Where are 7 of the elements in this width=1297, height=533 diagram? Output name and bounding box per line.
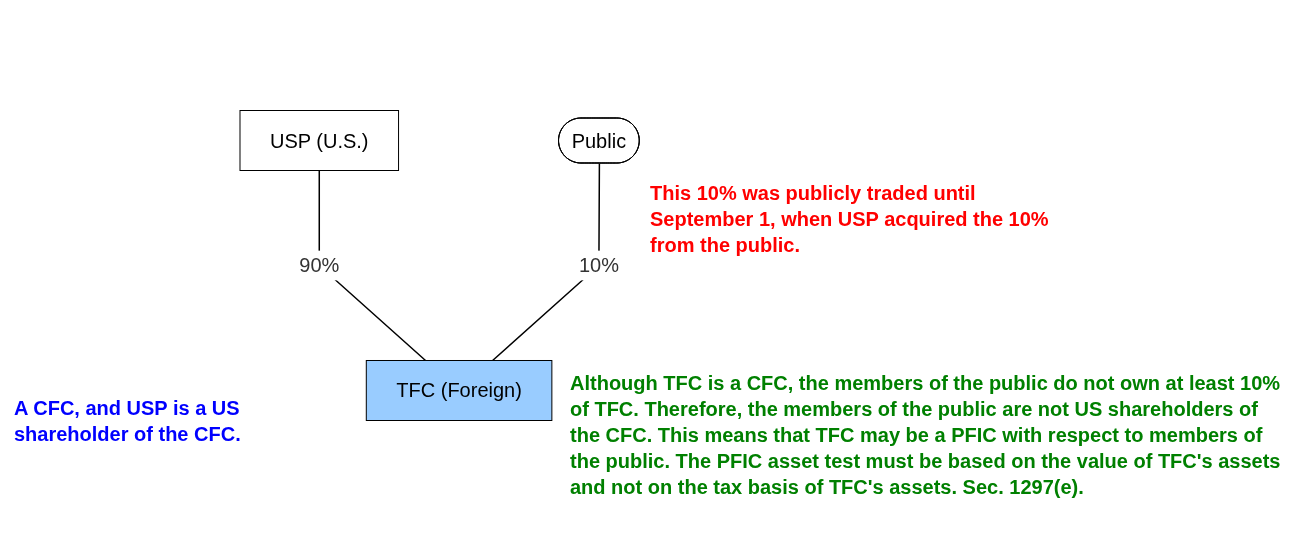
edge-label: 10%	[579, 254, 620, 277]
note-text: A CFC, and USP is a US shareholder of the CFC.	[14, 396, 242, 447]
node-box: TFC (Foreign)	[366, 360, 553, 421]
note-text: This 10% was publicly traded until September 1, when USP acquired the 10% from the public.	[650, 181, 1050, 258]
node-box: USP (U.S.)	[239, 110, 400, 171]
note-text: Although TFC is a CFC, the members of the public do not own at least 10% of TFC. Therefore, the members of the public are not US shareholders of the CFC. This means that TFC may be a PFIC with respect to members of the public. The PFIC asset test must be based on the value of TFC's assets and not on the tax basis of TFC's assets. Sec. 1297(e).	[570, 371, 1282, 500]
edge-label: 90%	[299, 254, 340, 277]
